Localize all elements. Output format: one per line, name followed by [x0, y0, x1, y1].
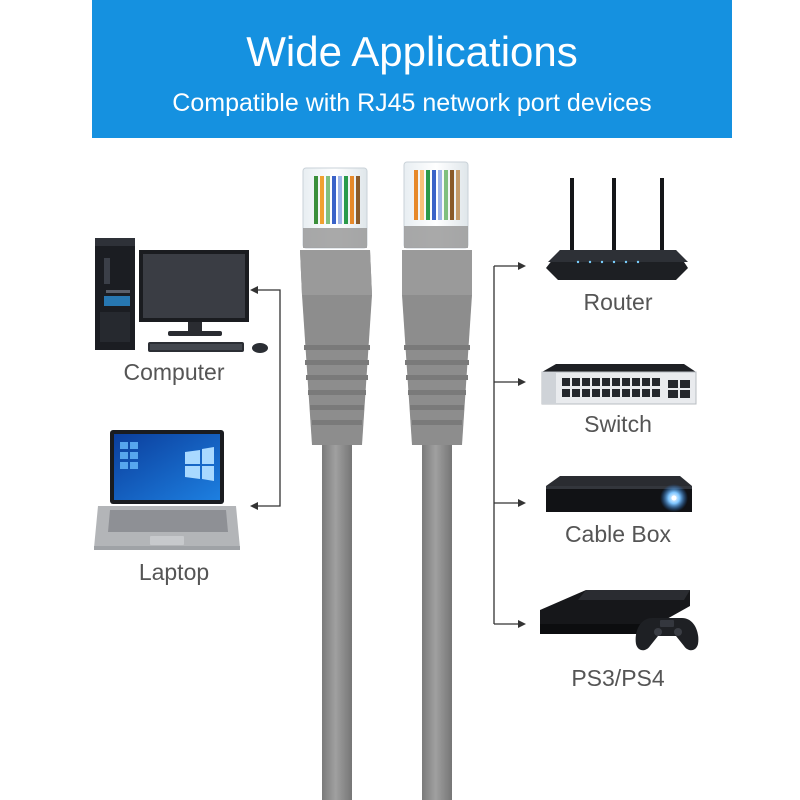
banner-subtitle: Compatible with RJ45 network port device… — [172, 89, 652, 117]
banner-title: Wide Applications — [246, 28, 578, 75]
desktop-computer-icon — [95, 238, 268, 353]
right-arrowheads — [518, 262, 526, 628]
game-console-icon — [540, 590, 699, 651]
device-label-cable-box: Cable Box — [564, 521, 672, 547]
ethernet-cable-left — [300, 167, 372, 800]
left-arrowheads — [250, 286, 258, 510]
cable-box-icon — [546, 476, 692, 512]
device-label-laptop: Laptop — [138, 559, 210, 585]
left-connector-lines — [254, 289, 281, 507]
ethernet-cable-right — [402, 161, 472, 800]
device-label-ps3-ps4: PS3/PS4 — [571, 665, 665, 691]
header-banner: Wide Applications Compatible with RJ45 n… — [92, 0, 732, 138]
network-switch-icon — [541, 364, 697, 405]
right-connector-lines — [493, 265, 522, 625]
device-label-router: Router — [583, 289, 653, 315]
laptop-icon — [94, 430, 240, 550]
device-label-computer: Computer — [123, 359, 225, 385]
router-icon — [546, 178, 688, 280]
device-label-switch: Switch — [584, 411, 652, 437]
